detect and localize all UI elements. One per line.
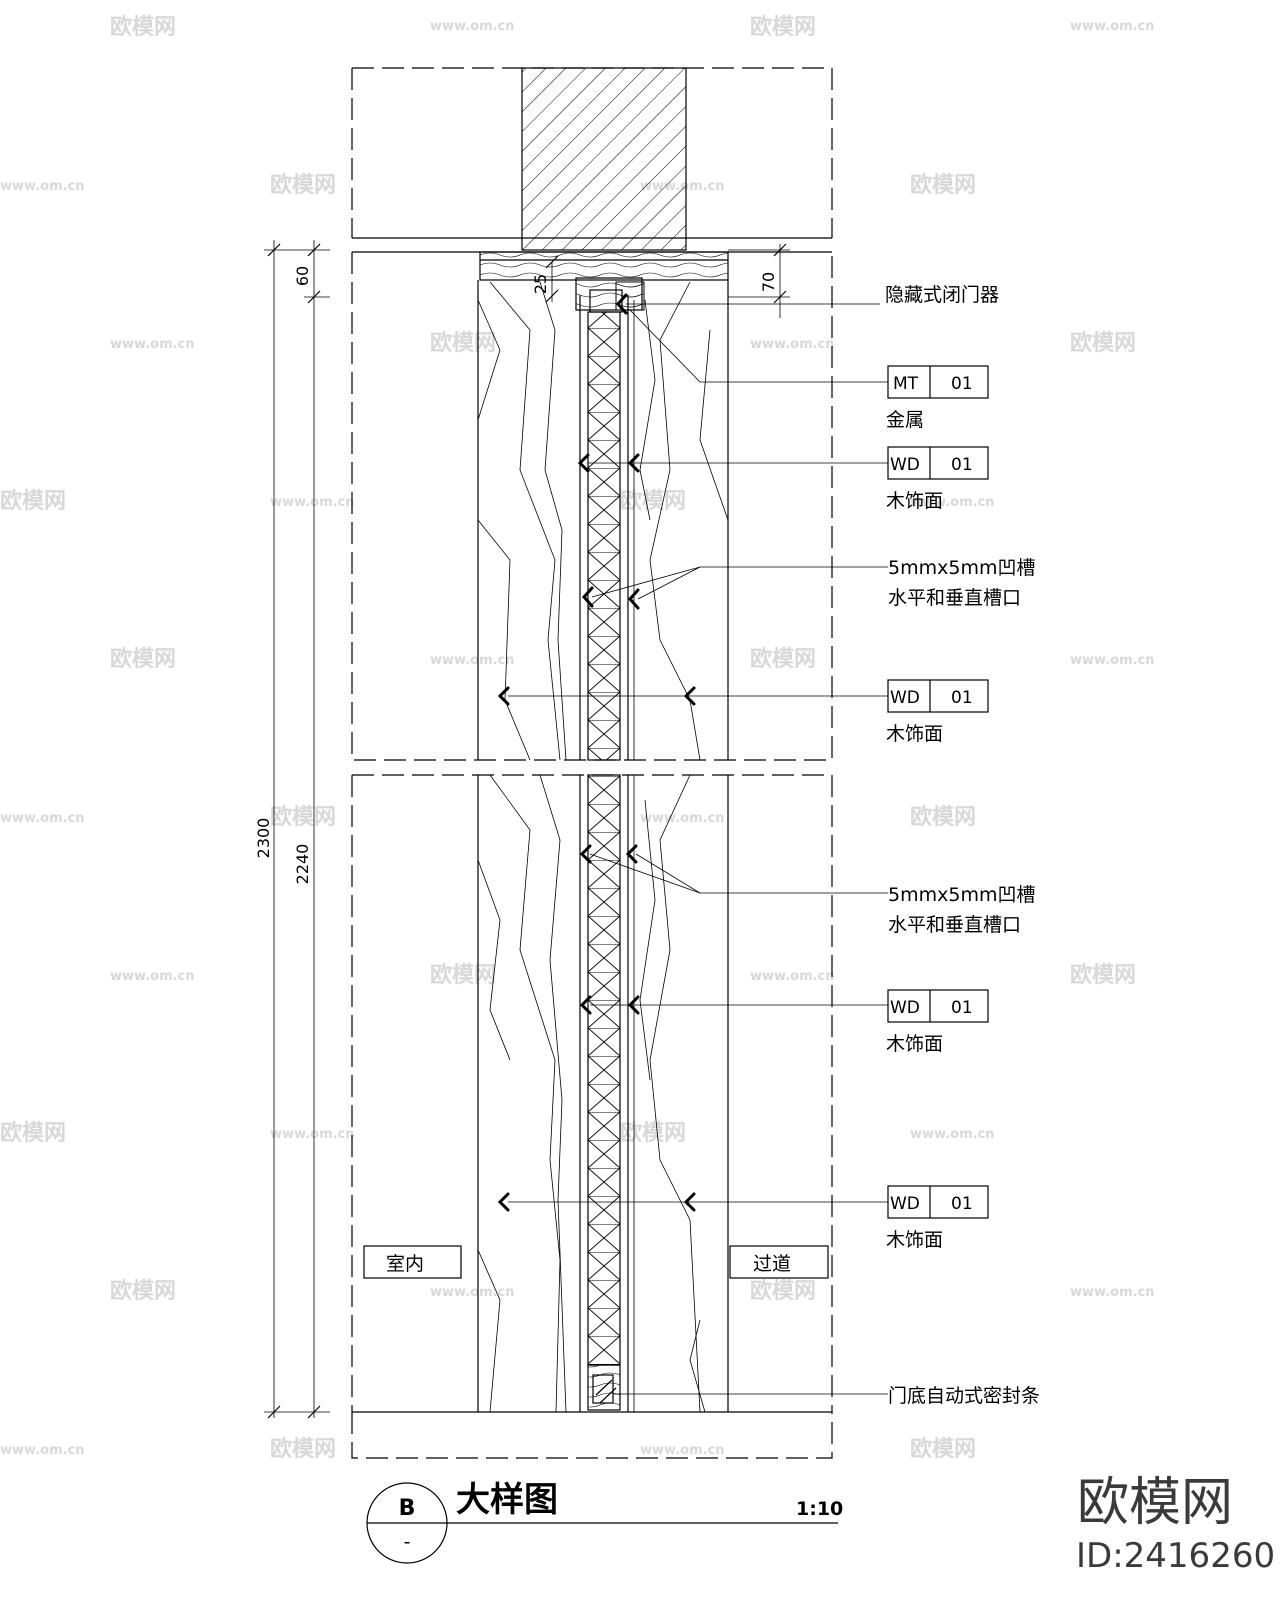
watermark-url: www.om.cn [110, 969, 195, 984]
watermark-url: www.om.cn [0, 1443, 85, 1458]
annotations: 隐藏式闭门器 MT 01 金属 WD 01 木饰面 5mmx5mm凹槽 水平和垂… [885, 284, 1040, 1407]
watermark-url: www.om.cn [270, 1127, 355, 1142]
tag-wd-code: WD [890, 998, 920, 1018]
watermark-url: www.om.cn [1070, 19, 1155, 34]
watermark-logo: 欧模网 [430, 330, 496, 356]
label-wood-veneer: 木饰面 [886, 1229, 943, 1251]
watermark-logo: 欧模网 [910, 1436, 976, 1462]
label-groove-note: 水平和垂直槽口 [888, 587, 1021, 609]
dimension-lines: 2300 2240 60 25 70 [254, 240, 790, 1419]
tag-wd-code: WD [890, 1194, 920, 1214]
brand-watermark: 欧模网 ID:2416260 [1076, 1473, 1275, 1576]
watermark-layer: 欧模网 欧模网 www.om.cn www.om.cn 欧模网 欧模网 www.… [0, 14, 1155, 1462]
watermark-logo: 欧模网 [0, 1120, 66, 1146]
tag-wd-num: 01 [951, 998, 973, 1018]
dim-total-height: 2300 [254, 818, 273, 859]
watermark-logo: 欧模网 [910, 172, 976, 198]
watermark-url: www.om.cn [910, 1127, 995, 1142]
dim-top-gap: 60 [293, 266, 312, 286]
watermark-logo: 欧模网 [1070, 962, 1136, 988]
tag-wd-code: WD [890, 688, 920, 708]
leader-lines [508, 303, 888, 1395]
dim-small-gap: 25 [531, 274, 550, 294]
drawing-scale: 1:10 [796, 1498, 843, 1520]
watermark-logo: 欧模网 [110, 14, 176, 40]
door-leaf [579, 295, 635, 1412]
room-indoor: 室内 [386, 1253, 424, 1275]
watermark-logo: 欧模网 [110, 646, 176, 672]
label-wood-veneer: 木饰面 [886, 1033, 943, 1055]
dim-head: 70 [759, 272, 778, 292]
title-block: B - 大样图 1:10 [366, 1480, 843, 1564]
watermark-url: www.om.cn [1070, 653, 1155, 668]
watermark-logo: 欧模网 [430, 962, 496, 988]
brand-logo: 欧模网 [1077, 1473, 1233, 1533]
watermark-logo: 欧模网 [0, 488, 66, 514]
watermark-url: www.om.cn [270, 495, 355, 510]
drawing-title: 大样图 [456, 1480, 558, 1520]
tag-wd-num: 01 [951, 455, 973, 475]
detail-letter: B [399, 1496, 416, 1521]
watermark-url: www.om.cn [0, 179, 85, 194]
label-metal: 金属 [886, 409, 924, 431]
watermark-logo: 欧模网 [270, 804, 336, 830]
watermark-url: www.om.cn [640, 1443, 725, 1458]
watermark-url: www.om.cn [110, 337, 195, 352]
label-groove-note: 水平和垂直槽口 [888, 914, 1021, 936]
watermark-logo: 欧模网 [620, 1120, 686, 1146]
watermark-url: www.om.cn [430, 653, 515, 668]
label-groove: 5mmx5mm凹槽 [888, 557, 1035, 579]
watermark-url: www.om.cn [910, 495, 995, 510]
watermark-url: www.om.cn [1070, 1285, 1155, 1300]
wall-jambs [477, 280, 729, 1413]
brand-id: ID:2416260 [1076, 1536, 1275, 1576]
watermark-logo: 欧模网 [910, 804, 976, 830]
label-groove: 5mmx5mm凹槽 [888, 884, 1035, 906]
tag-mt-code: MT [893, 374, 919, 394]
watermark-logo: 欧模网 [270, 1436, 336, 1462]
tag-mt-num: 01 [951, 374, 973, 394]
watermark-url: www.om.cn [640, 811, 725, 826]
tag-wd-num: 01 [951, 1194, 973, 1214]
dim-door-height: 2240 [293, 844, 312, 885]
room-corridor: 过道 [753, 1253, 791, 1275]
label-concealed-closer: 隐藏式闭门器 [885, 284, 999, 306]
label-bottom-seal: 门底自动式密封条 [888, 1385, 1040, 1407]
watermark-logo: 欧模网 [270, 172, 336, 198]
watermark-logo: 欧模网 [750, 1278, 816, 1304]
label-wood-veneer: 木饰面 [886, 490, 943, 512]
watermark-logo: 欧模网 [620, 488, 686, 514]
tag-wd-num: 01 [951, 688, 973, 708]
sheet-number: - [404, 1531, 411, 1553]
watermark-url: www.om.cn [0, 811, 85, 826]
room-labels: 室内 过道 [363, 1245, 829, 1279]
watermark-logo: 欧模网 [750, 646, 816, 672]
watermark-logo: 欧模网 [110, 1278, 176, 1304]
watermark-url: www.om.cn [750, 337, 835, 352]
watermark-url: www.om.cn [430, 1285, 515, 1300]
watermark-url: www.om.cn [430, 19, 515, 34]
watermark-logo: 欧模网 [1070, 330, 1136, 356]
label-wood-veneer: 木饰面 [886, 723, 943, 745]
structure-above [352, 67, 832, 253]
watermark-url: www.om.cn [750, 969, 835, 984]
tag-wd-code: WD [890, 455, 920, 475]
door-head [479, 251, 729, 313]
watermark-logo: 欧模网 [750, 14, 816, 40]
